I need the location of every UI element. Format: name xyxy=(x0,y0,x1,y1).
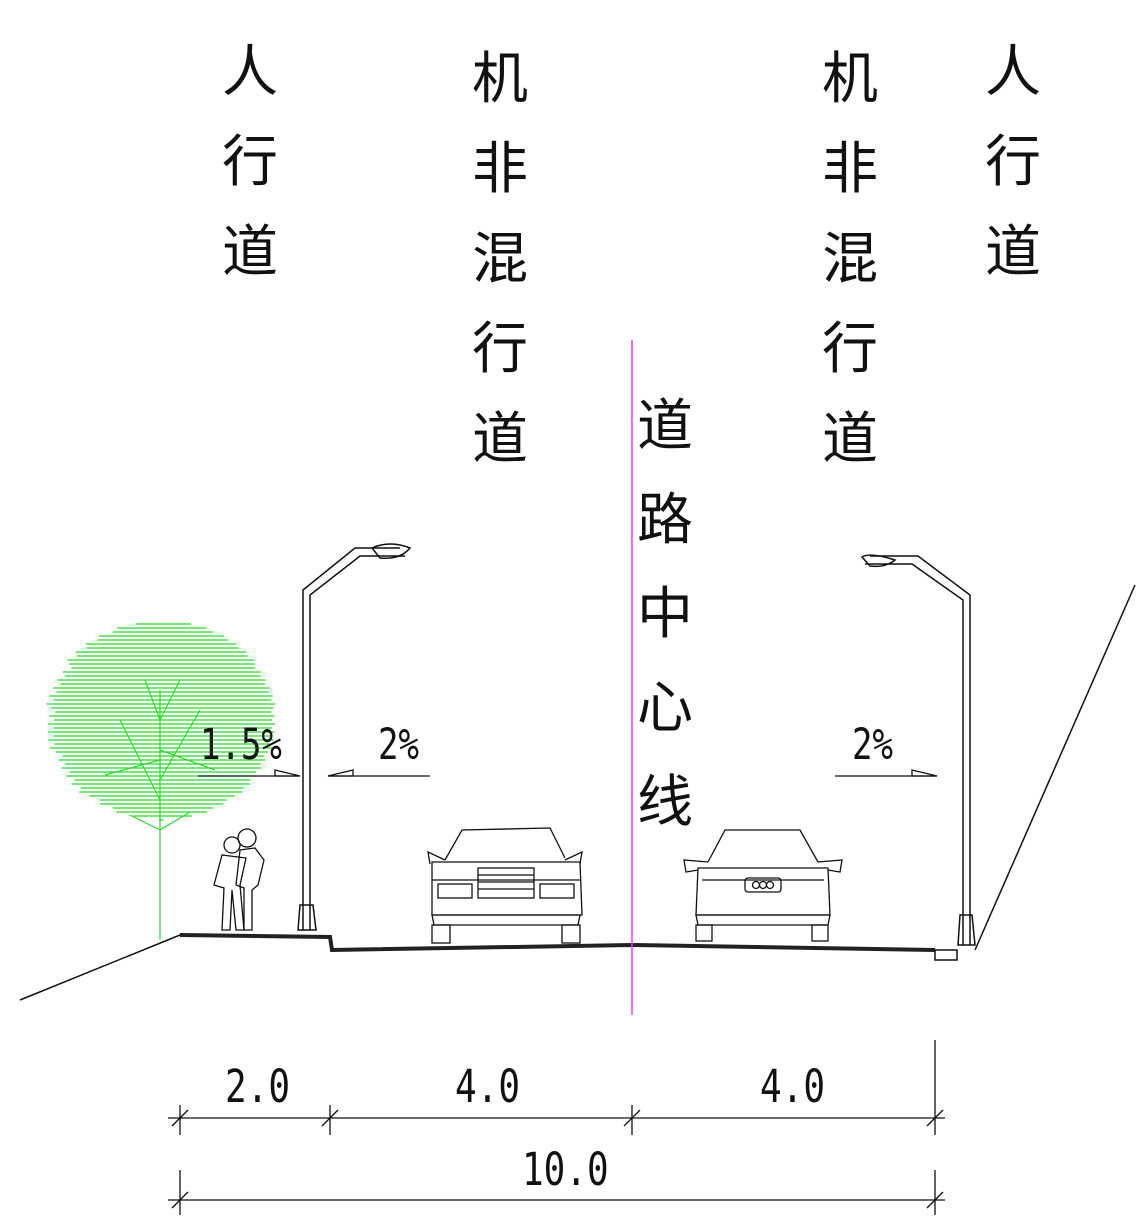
label-right-nonmotor-lane: 机 非 混 行 道 xyxy=(822,47,878,472)
label-left-nonmotor-lane: 机 非 混 行 道 xyxy=(472,47,528,472)
slope-right-lane: 2% xyxy=(852,720,893,770)
right-embankment-line xyxy=(974,584,1136,951)
right-street-lamp-icon xyxy=(860,554,976,946)
dimension-total: 10.0 xyxy=(522,1144,609,1196)
dimension-segment-3: 4.0 xyxy=(760,1061,826,1113)
dimension-segment-1: 2.0 xyxy=(225,1061,291,1113)
right-car-icon xyxy=(683,829,843,942)
dimension-lines xyxy=(168,1040,945,1215)
tree-icon xyxy=(46,623,276,940)
label-road-centerline: 道 路 中 心 线 xyxy=(637,394,693,835)
road-surface xyxy=(179,933,936,953)
left-car-icon xyxy=(427,827,583,944)
left-street-lamp-icon xyxy=(297,543,412,931)
dimension-segment-2: 4.0 xyxy=(455,1061,521,1113)
slope-arrows xyxy=(198,769,938,777)
curb xyxy=(934,949,958,961)
slope-left-lane: 2% xyxy=(378,720,419,770)
pedestrians-icon xyxy=(213,828,265,931)
slope-left-sidewalk: 1.5% xyxy=(200,720,282,770)
left-embankment-line xyxy=(19,934,181,1001)
label-left-sidewalk: 人 行 道 xyxy=(222,40,278,285)
label-right-sidewalk: 人 行 道 xyxy=(985,40,1041,285)
